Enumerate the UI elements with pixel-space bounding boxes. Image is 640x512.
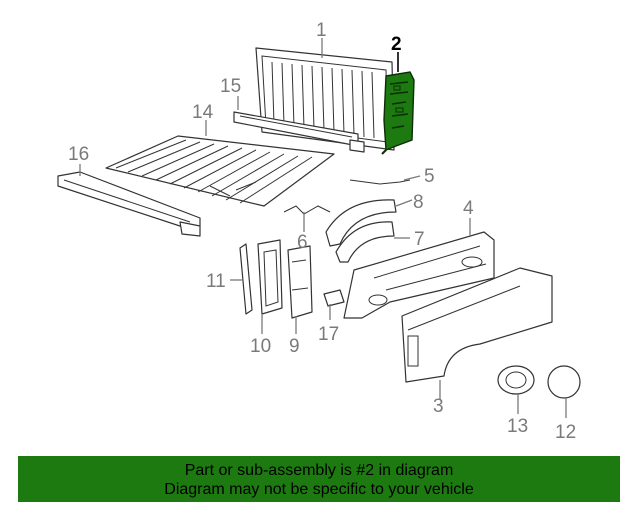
part-17-clip [323, 289, 345, 307]
part-4-inner-side [343, 231, 495, 319]
info-banner: Part or sub-assembly is #2 in diagram Di… [18, 456, 620, 502]
part-16-cross-member [57, 171, 201, 237]
leader-lines [79, 38, 567, 418]
parts-diagram: 1 2 3 4 5 6 7 8 9 10 11 12 13 14 15 16 1… [57, 20, 581, 443]
part-15-header-rail [233, 111, 365, 153]
callout-4: 4 [463, 198, 474, 219]
callout-17: 17 [318, 324, 339, 345]
part-14-bed-floor [105, 135, 335, 207]
part-11-seal [239, 243, 253, 315]
part-2-bracket [381, 71, 415, 155]
banner-line-1: Part or sub-assembly is #2 in diagram [184, 462, 454, 479]
part-5-rod [349, 179, 411, 185]
part-10-pillar [257, 239, 283, 315]
callout-14: 14 [192, 102, 214, 123]
callout-1: 1 [316, 20, 327, 41]
callout-10: 10 [250, 336, 271, 357]
callout-5: 5 [424, 166, 435, 187]
callout-13: 13 [507, 416, 528, 437]
callouts: 1 2 3 4 5 6 7 8 9 10 11 12 13 14 15 16 1… [68, 20, 576, 443]
callout-6: 6 [297, 232, 308, 253]
callout-15: 15 [220, 76, 241, 97]
part-6-bracket [283, 205, 331, 215]
part-3-outer-panel [401, 267, 553, 383]
callout-11: 11 [206, 271, 226, 292]
callout-9: 9 [289, 336, 300, 357]
callout-7: 7 [414, 229, 425, 250]
part-13-fuel-housing [497, 365, 535, 395]
callout-2: 2 [391, 34, 402, 55]
callout-16: 16 [68, 144, 89, 165]
part-12-fuel-door [547, 365, 581, 399]
banner-line-2: Diagram may not be specific to your vehi… [164, 481, 474, 498]
callout-8: 8 [413, 192, 424, 213]
part-8-wheelhouse [325, 199, 397, 263]
callout-3: 3 [433, 396, 444, 417]
callout-12: 12 [555, 422, 576, 443]
part-9-stake-pocket [287, 245, 313, 319]
